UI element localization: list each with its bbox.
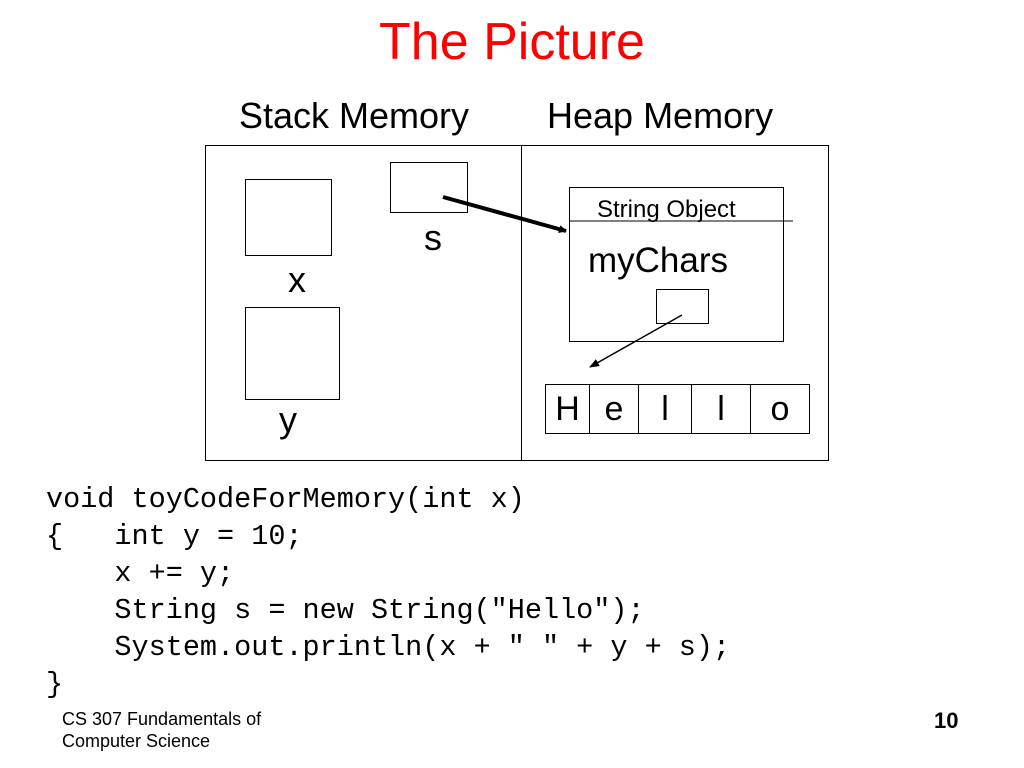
variable-x-box bbox=[245, 179, 332, 256]
page-number: 10 bbox=[934, 708, 959, 733]
code-line: System.out.println(x + " " + y + s); bbox=[46, 631, 731, 664]
s-to-string-object-arrow bbox=[442, 195, 567, 233]
variable-y-label: y bbox=[279, 399, 297, 440]
footer-line: Computer Science bbox=[62, 731, 211, 751]
variable-s-box bbox=[390, 162, 468, 213]
code-line: void toyCodeForMemory(int x) bbox=[46, 483, 525, 516]
mychars-reference-box bbox=[656, 289, 709, 324]
code-line: x += y; bbox=[46, 557, 235, 590]
char-cell: H bbox=[545, 384, 590, 434]
mychars-field-label: myChars bbox=[588, 241, 729, 280]
heap-memory-header: Heap Memory bbox=[547, 95, 774, 136]
mychars-to-array-arrow bbox=[589, 314, 683, 368]
string-object-label: String Object bbox=[597, 196, 736, 223]
variable-y-box bbox=[245, 307, 340, 400]
code-line: { int y = 10; bbox=[46, 520, 303, 553]
variable-x-label: x bbox=[288, 259, 306, 300]
char-cell: o bbox=[750, 384, 810, 434]
code-block: void toyCodeForMemory(int x) { int y = 10… bbox=[46, 481, 730, 703]
code-line: String s = new String("Hello"); bbox=[46, 594, 645, 627]
variable-s-label: s bbox=[424, 217, 442, 258]
stack-memory-header: Stack Memory bbox=[239, 95, 470, 136]
footer-line: CS 307 Fundamentals of bbox=[62, 709, 262, 729]
code-line: } bbox=[46, 668, 64, 701]
footer-course-name: CS 307 Fundamentals of Computer Science bbox=[62, 708, 322, 752]
char-cell: l bbox=[638, 384, 692, 434]
char-cell: l bbox=[691, 384, 751, 434]
slide-title: The Picture bbox=[379, 13, 645, 71]
